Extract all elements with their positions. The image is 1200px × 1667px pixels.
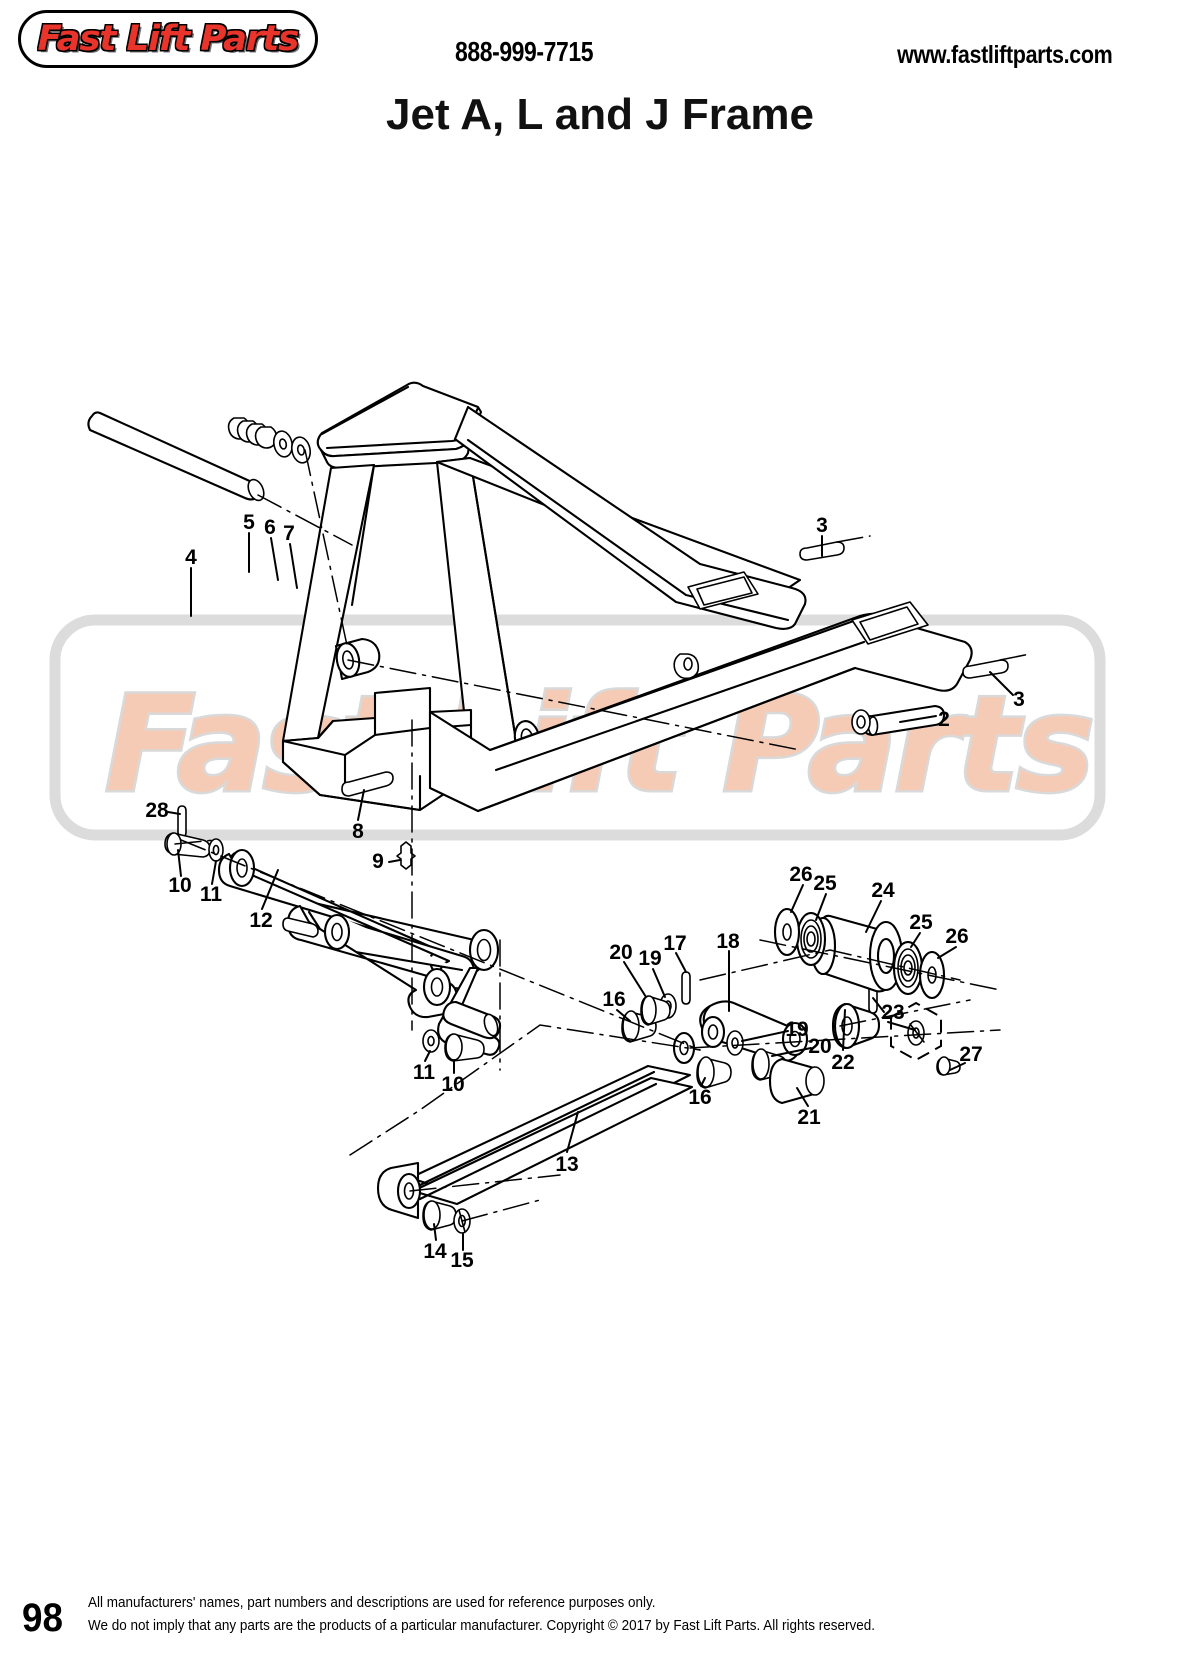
legal-notice: All manufacturers' names, part numbers a… xyxy=(88,1592,875,1637)
part-washer-7 xyxy=(290,436,312,464)
callout-21: 21 xyxy=(797,1106,821,1129)
callout-20a: 20 xyxy=(609,941,632,964)
callout-16a: 16 xyxy=(602,988,625,1011)
callout-11b: 11 xyxy=(413,1061,436,1084)
part-pin-8 xyxy=(341,771,394,797)
callout-17: 17 xyxy=(663,932,686,955)
part-pivot-bushing-front xyxy=(334,637,381,681)
part-washer-26-left xyxy=(773,907,801,957)
part-link-rod-rear xyxy=(282,904,464,1019)
watermark-text: Fast Lift Parts xyxy=(105,668,1092,822)
linkage-assembly xyxy=(164,805,502,1062)
callout-12: 12 xyxy=(249,909,272,932)
callout-10a: 10 xyxy=(168,874,191,897)
leader-lines xyxy=(167,532,1014,1251)
callout-16b: 16 xyxy=(688,1086,711,1109)
part-fork-lower xyxy=(428,601,973,813)
callout-26b: 26 xyxy=(945,925,968,948)
website-url: www.fastliftparts.com xyxy=(896,41,1113,69)
parts-diagram: Fast Lift Parts xyxy=(0,150,1200,1550)
callout-7: 7 xyxy=(283,522,295,545)
part-sleeve-10-lower xyxy=(444,1033,485,1062)
callout-3b: 3 xyxy=(1013,688,1025,711)
callout-6: 6 xyxy=(264,516,276,539)
callout-5: 5 xyxy=(243,511,255,534)
callout-13: 13 xyxy=(555,1153,578,1176)
page-footer: 98 All manufacturers' names, part number… xyxy=(0,1557,1200,1667)
page-number: 98 xyxy=(22,1596,63,1640)
callout-15: 15 xyxy=(450,1249,474,1272)
part-washer-19-right xyxy=(726,1030,744,1056)
callout-14: 14 xyxy=(423,1240,447,1263)
part-washer-26-right xyxy=(918,950,946,1000)
callout-3a: 3 xyxy=(816,514,828,537)
callout-19b: 19 xyxy=(785,1018,808,1041)
part-rail-end-eye xyxy=(376,1161,422,1220)
part-washer-11-upper xyxy=(208,838,224,862)
callout-25b: 25 xyxy=(909,911,933,934)
phone-number: 888-999-7715 xyxy=(455,36,594,67)
callout-2: 2 xyxy=(938,708,950,731)
callout-labels: 2 3 3 4 5 6 7 8 9 10 11 12 11 10 13 14 1… xyxy=(145,511,1025,1272)
callout-24: 24 xyxy=(871,879,895,902)
legal-line-2: We do not imply that any parts are the p… xyxy=(88,1617,875,1634)
callout-26a: 26 xyxy=(789,863,812,886)
frame-assembly xyxy=(87,381,1009,870)
callout-19a: 19 xyxy=(638,947,661,970)
part-rail-roller xyxy=(672,1031,696,1065)
callout-23: 23 xyxy=(881,1001,904,1024)
callout-22: 22 xyxy=(831,1051,854,1074)
part-washer-11-lower xyxy=(422,1029,440,1053)
part-pump-housing-top xyxy=(316,381,483,470)
part-pin-3-lower xyxy=(962,659,1009,679)
part-pin-17 xyxy=(681,971,691,1005)
legal-line-1: All manufacturers' names, part numbers a… xyxy=(88,1595,656,1612)
center-lines xyxy=(174,449,1031,1222)
callout-18: 18 xyxy=(716,930,740,953)
callout-25a: 25 xyxy=(813,872,837,895)
roller-wheel-assembly xyxy=(768,907,961,1105)
callout-11a: 11 xyxy=(200,883,223,906)
phantom-detail-box xyxy=(890,1001,942,1062)
callout-28: 28 xyxy=(145,799,169,822)
rocker-link-assembly xyxy=(640,971,809,1081)
watermark: Fast Lift Parts xyxy=(49,614,1106,841)
part-pin-28 xyxy=(177,805,187,838)
part-fork-upper xyxy=(453,405,807,630)
callout-4: 4 xyxy=(185,546,197,569)
part-washer-6 xyxy=(272,430,294,458)
page-header: Fast Lift Parts 888-999-7715 www.fastlif… xyxy=(0,0,1200,150)
part-bushing-16-right xyxy=(696,1056,732,1089)
callout-9: 9 xyxy=(372,850,384,873)
callout-10b: 10 xyxy=(441,1073,464,1096)
callout-8: 8 xyxy=(352,820,364,843)
part-crank-arm xyxy=(437,966,502,1056)
part-grease-fitting-9 xyxy=(396,841,416,870)
logo-text: Fast Lift Parts xyxy=(37,19,300,59)
page-title: Jet A, L and J Frame xyxy=(386,90,814,139)
lower-fork-rail xyxy=(376,1010,732,1234)
fast-lift-parts-logo: Fast Lift Parts xyxy=(18,10,318,68)
part-spacer-14 xyxy=(422,1200,457,1231)
part-spring xyxy=(227,417,278,449)
part-bushing-20-left xyxy=(640,995,671,1026)
part-rod-21 xyxy=(768,1057,825,1105)
part-screw-27 xyxy=(936,1056,961,1076)
callout-20b: 20 xyxy=(808,1035,831,1058)
part-bearing-25-right xyxy=(892,940,924,996)
callout-27: 27 xyxy=(959,1043,982,1066)
